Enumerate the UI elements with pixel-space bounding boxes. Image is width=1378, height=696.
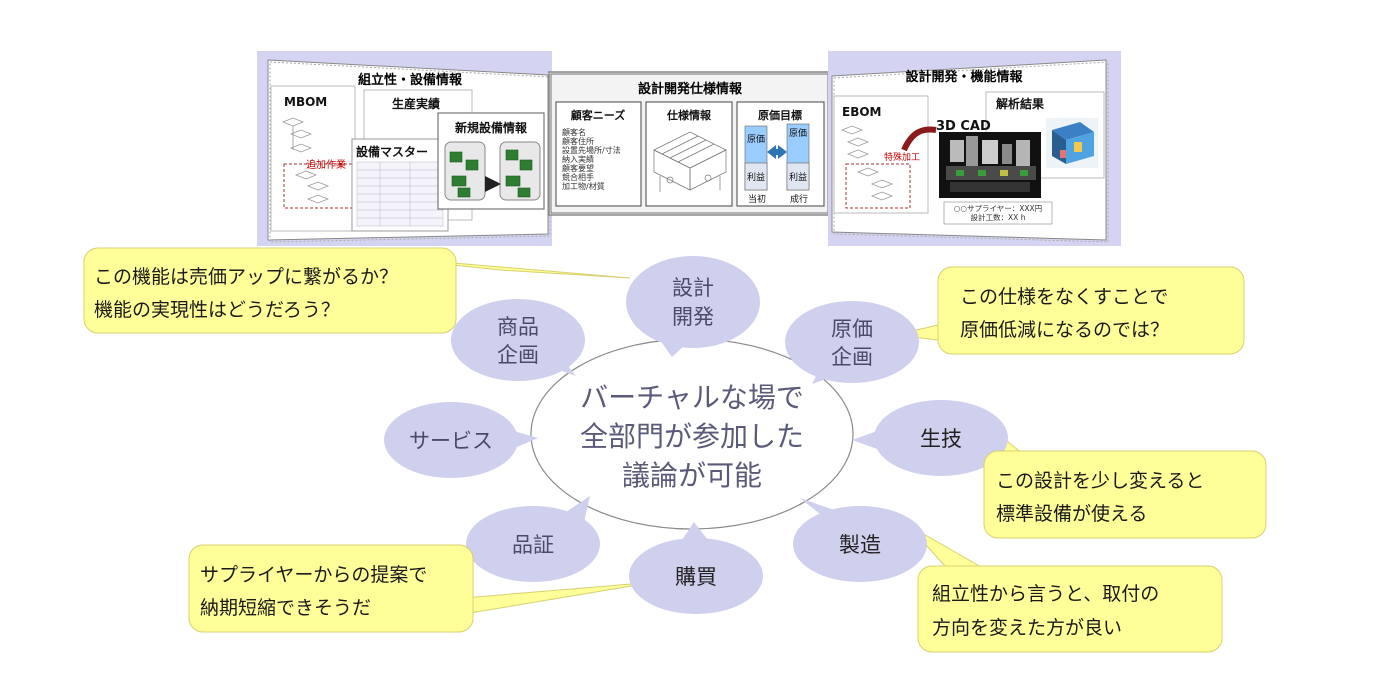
result-label: 成行 [790,193,808,205]
customer-needs-box [555,101,642,207]
left-annotation: 追加作業 [306,158,346,171]
left-panel: 組立性・設備情報 MBOM 追加作業 生産実績 設備マスター [257,51,552,246]
right-panel: 設計開発・機能情報 EBOM 特殊加工 解析結果 3D CAD [828,51,1121,246]
bubble-quality-label: 品証 [512,533,554,557]
callout-manufacturing-line1: 組立性から言うと、取付の [932,583,1159,605]
customer-needs-item: 顧客要望 [562,163,594,173]
bubble-service-label: サービス [409,429,493,453]
middle-panel: 設計開発仕様情報 顧客ニーズ 顧客名 顧客住所 設置先場所/寸法 納入実績 顧客… [548,71,831,216]
bubble-manufacturing: 製造 [793,498,927,582]
initial-label: 当初 [748,193,766,205]
bubble-manufacturing-label: 製造 [839,533,881,557]
cost-label-result: 原価 [789,127,807,139]
customer-needs-item: 設置先場所/寸法 [562,145,621,155]
callout-manufacturing: 組立性から言うと、取付の 方向を変えた方が良い [917,565,1223,653]
callout-cost: この仕様をなくすことで 原価低減になるのでは？ [937,266,1245,355]
bubble-cost: 原価 企画 [785,301,919,384]
cad-image [939,132,1041,198]
customer-needs-title: 顧客ニーズ [571,108,625,122]
left-panel-title: 組立性・設備情報 [358,72,463,88]
callout-product: この機能は売価アップに繋がるか？ 機能の実現性はどうだろう？ [83,247,457,334]
mbom-label: MBOM [284,95,327,109]
bubble-product-line1: 商品 [497,315,539,339]
bubble-design-line1: 設計 [672,276,714,300]
callout-purchasing: サプライヤーからの提案で 納期短縮できそうだ [188,544,474,633]
profit-label-result: 利益 [789,171,807,183]
bubble-cost-line1: 原価 [831,317,873,341]
equipment-blocks [449,149,533,198]
callout-production-engineering-line2: 標準設備が使える [996,503,1147,525]
callout-product-line1: この機能は売価アップに繋がるか？ [94,266,398,288]
customer-needs-item: 競合相手 [562,172,594,182]
callout-purchasing-line2: 納期短縮できそうだ [200,597,371,619]
equipment-master-label: 設備マスター [356,144,428,159]
center-text-line: 議論が可能 [622,459,762,492]
annotation-pointer [901,126,937,152]
cost-comparison-arrow [767,145,787,159]
ebom-label: EBOM [842,105,882,119]
customer-needs-item: 顧客住所 [562,136,594,146]
bubble-production-engineering: 生技 [852,400,1008,476]
supplier-note-box [943,201,1053,225]
production-label: 生産実績 [392,96,440,111]
bubble-service: サービス [384,402,538,478]
right-annotation: 特殊加工 [884,151,920,163]
callout-production-engineering: この設計を少し変えると 標準設備が使える [983,450,1267,539]
customer-needs-list: 顧客名 顧客住所 設置先場所/寸法 納入実績 顧客要望 競合相手 加工物/材質 [562,127,621,191]
customer-needs-item: 顧客名 [562,127,586,137]
customer-needs-item: 加工物/材質 [562,181,605,191]
bubble-purchasing-label: 購買 [675,565,717,589]
mbom-sheet [270,85,356,232]
bubble-purchasing: 購買 [629,522,763,614]
ebom-tree [840,125,894,201]
profit-bar-initial [744,162,768,191]
callout-cost-line2: 原価低減になるのでは？ [960,319,1169,341]
bubble-product-line2: 企画 [497,343,539,367]
callout-purchasing-line1: サプライヤーからの提案で [200,564,427,586]
callout-product-line2: 機能の実現性はどうだろう？ [94,299,340,321]
new-equipment-label: 新規設備情報 [455,120,528,135]
callout-cost-line1: この仕様をなくすことで [960,286,1168,308]
supplier-price-text: ○○サプライヤー：XXX円 [954,204,1042,213]
callout-production-engineering-line1: この設計を少し変えると [996,470,1204,492]
analysis-label: 解析結果 [996,96,1044,111]
cad-label: 3D CAD [936,119,991,134]
cost-target-title: 原価目標 [758,108,802,122]
equipment-table-lines [356,161,444,227]
bubble-quality: 品証 [466,496,600,582]
bubble-design-line2: 開発 [672,305,714,329]
profit-bar-result [786,162,810,191]
bubble-product: 商品 企画 [451,299,585,381]
ebom-highlight [845,163,911,209]
center-text-line: バーチャルな場で [580,381,804,414]
center-text-line: 全部門が参加した [580,420,804,453]
customer-needs-item: 納入実績 [562,154,594,164]
profit-label-initial: 利益 [747,171,765,183]
analysis-image [1046,118,1098,168]
design-hours-text: 設計工数：XX h [971,212,1026,222]
bubble-cost-line2: 企画 [831,345,873,369]
bubble-design: 設計 開発 [626,256,760,357]
cost-label-initial: 原価 [747,133,765,145]
middle-panel-title: 設計開発仕様情報 [638,81,743,97]
bubble-production-engineering-label: 生技 [920,427,962,451]
right-panel-title: 設計開発・機能情報 [905,69,1023,85]
spec-title: 仕様情報 [666,108,712,122]
spec-drawing [653,131,727,192]
mbom-tree [281,117,330,204]
callout-manufacturing-line2: 方向を変えた方が良い [932,617,1122,639]
